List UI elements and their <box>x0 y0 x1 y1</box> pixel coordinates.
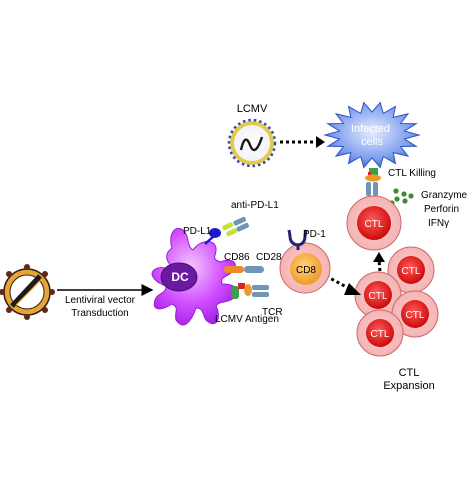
lentiviral-vector <box>0 264 55 320</box>
expansion-up-arrow <box>377 259 383 284</box>
killing-synapse <box>365 168 381 196</box>
pd1-label: PD-1 <box>303 229 326 240</box>
ifng-label: IFNγ <box>428 218 449 229</box>
cd8-label: CD8 <box>296 265 316 276</box>
mhc-antigen-complex <box>231 283 252 299</box>
pdl1-label: PD-L1 <box>183 226 212 237</box>
tcr-molecule <box>252 285 269 297</box>
ctl-killing-label: CTL Killing <box>388 168 436 179</box>
ctl-expansion-label-2: Expansion <box>383 380 434 392</box>
ctl-cell-exp-1 <box>387 246 435 294</box>
cd8-t-cell <box>279 242 331 294</box>
activation-arrowhead <box>344 283 361 295</box>
infected-cells-label: Infected cells <box>351 123 393 148</box>
cd28-molecule <box>244 266 264 273</box>
transduction-label: Transduction <box>71 308 128 319</box>
lcmv-virus <box>227 118 277 168</box>
ctl-label-exp-3: CTL <box>406 310 425 321</box>
expansion-up-arrowhead <box>373 252 385 262</box>
perforin-label: Perforin <box>424 204 459 215</box>
granzyme-label: Granzyme <box>421 190 468 201</box>
pdl1-molecule <box>209 228 221 238</box>
cytokine-dots <box>389 188 414 206</box>
lcmv-label: LCMV <box>237 103 268 115</box>
infected-cell <box>323 101 421 169</box>
ctl-cell-exp-2 <box>354 271 402 319</box>
cd86-molecule <box>224 266 244 273</box>
anti-pdl1-label: anti-PD-L1 <box>231 200 279 211</box>
lcmv-antigen-label: LCMV Antigen <box>215 314 279 325</box>
tcr-label: TCR <box>262 307 283 318</box>
lentiviral-label: Lentiviral vector <box>65 295 136 306</box>
ctl-label-exp-1: CTL <box>402 266 421 277</box>
ctl-label-exp-2: CTL <box>369 291 388 302</box>
dc-nucleus <box>160 262 198 292</box>
cd28-label: CD28 <box>256 252 282 263</box>
ctl-cell-exp-4 <box>356 309 404 357</box>
cd86-label: CD86 <box>224 252 250 263</box>
dc-label: DC <box>171 270 189 284</box>
ctl-label-top: CTL <box>365 219 384 230</box>
ctl-expansion-label-1: CTL <box>399 367 420 379</box>
ctl-cell-top <box>346 195 402 251</box>
ctl-label-exp-4: CTL <box>371 329 390 340</box>
infection-arrowhead <box>316 136 325 148</box>
anti-pdl1-antibody <box>222 216 249 237</box>
